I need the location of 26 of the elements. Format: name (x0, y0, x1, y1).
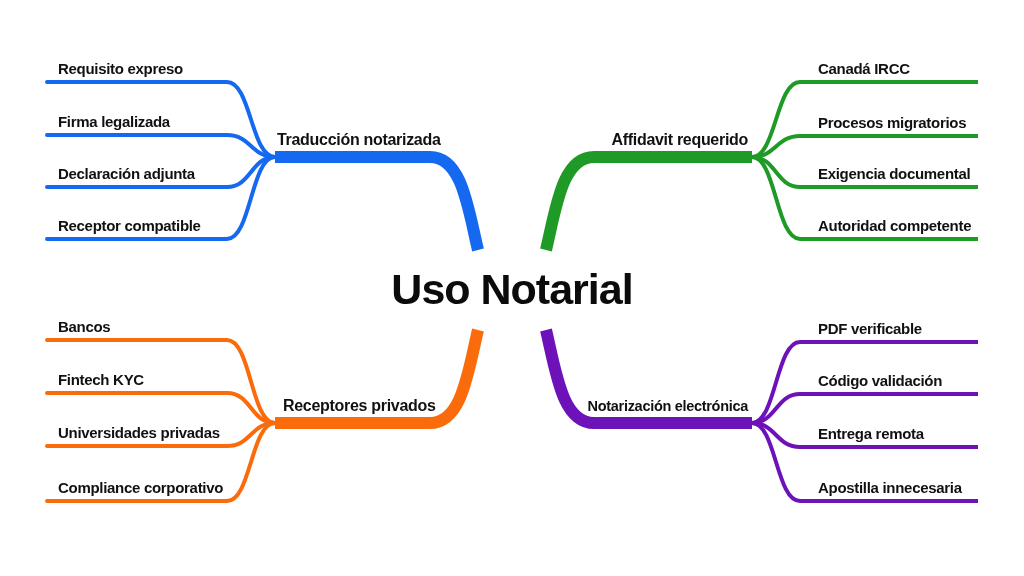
leaf-label: Compliance corporativo (47, 476, 227, 500)
main-branch-line (540, 151, 752, 252)
leaf-label: PDF verificable (800, 317, 978, 344)
leaf-label: Entrega remota (800, 422, 978, 449)
leaf-label: Bancos (47, 315, 227, 339)
central-topic: Uso Notarial (380, 250, 644, 330)
branch-label: Receptores privados (271, 397, 445, 422)
leaf-label: Universidades privadas (47, 421, 227, 445)
leaf-label: Declaración adjunta (47, 162, 227, 186)
main-branch-line (275, 328, 484, 429)
branch-label: Affidavit requerido (600, 131, 756, 156)
leaf-label: Receptor compatible (47, 214, 227, 238)
branch-label: Notarización electrónica (585, 398, 756, 422)
branch-label: Traducción notarizada (271, 131, 455, 156)
main-branch-line (540, 328, 752, 429)
sub-branch-line (750, 155, 802, 241)
main-branch-line (275, 151, 484, 252)
leaf-label: Autoridad competente (800, 214, 978, 241)
leaf-label: Fintech KYC (47, 368, 227, 392)
leaf-label: Requisito expreso (47, 57, 227, 81)
leaf-label: Procesos migratorios (800, 111, 978, 138)
leaf-label: Código validación (800, 369, 978, 396)
leaf-label: Canadá IRCC (800, 57, 978, 84)
leaf-label: Exigencia documental (800, 162, 978, 189)
leaf-label: Apostilla innecesaria (800, 476, 978, 503)
leaf-label: Firma legalizada (47, 110, 227, 134)
